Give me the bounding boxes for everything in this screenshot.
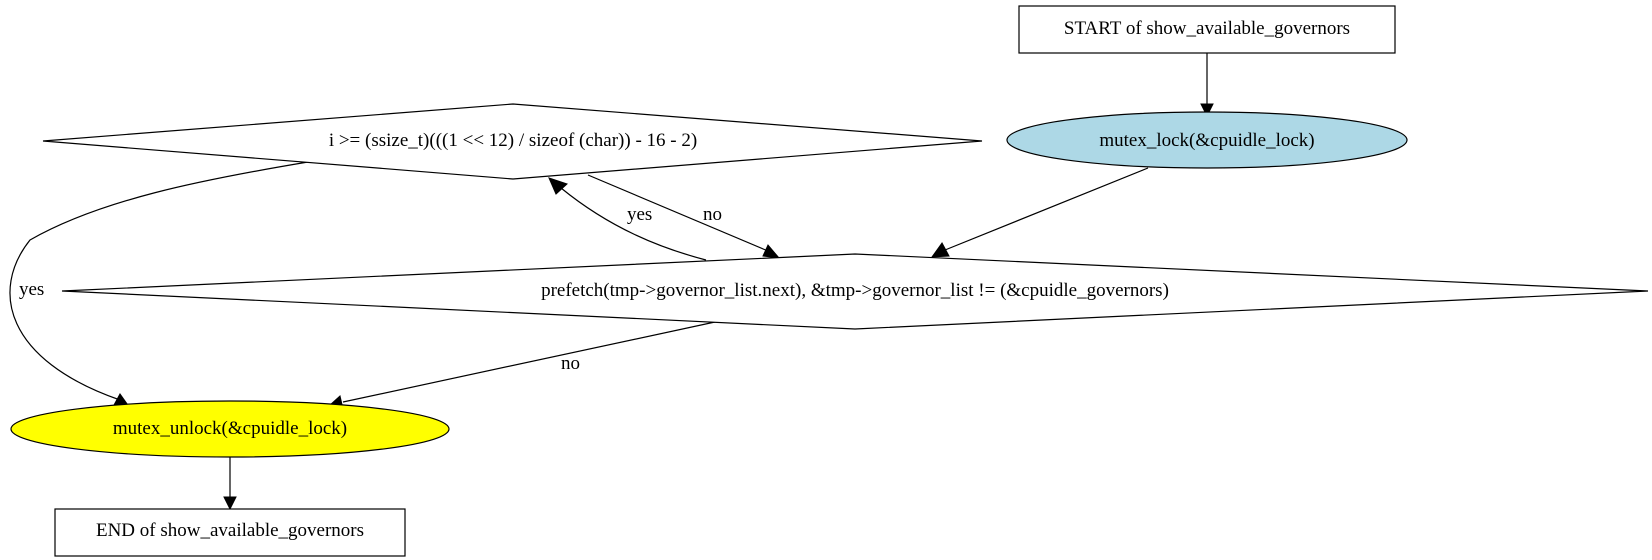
edge-label-no: no xyxy=(561,353,580,374)
unlock-label: mutex_unlock(&cpuidle_lock) xyxy=(113,418,347,439)
edge-label-no: no xyxy=(703,204,722,225)
edge-unlock-to-end xyxy=(223,457,237,511)
end-node: END of show_available_governors xyxy=(54,508,406,557)
start-label: START of show_available_governors xyxy=(1064,18,1350,39)
end-label: END of show_available_governors xyxy=(96,520,364,541)
start-node: START of show_available_governors xyxy=(1018,5,1396,54)
edge-start-to-lock xyxy=(1200,53,1214,118)
loop-condition-label: prefetch(tmp->governor_list.next), &tmp-… xyxy=(541,280,1169,301)
lock-node: mutex_lock(&cpuidle_lock) xyxy=(1006,111,1408,169)
edge-label-yes: yes xyxy=(627,204,652,225)
edge-lock-to-loop xyxy=(930,167,1149,258)
lock-label: mutex_lock(&cpuidle_lock) xyxy=(1099,130,1314,151)
edge-loop-no-to-unlock: no xyxy=(329,321,716,410)
edge-loop-yes-to-size: yes xyxy=(548,177,707,261)
edge-label-yes: yes xyxy=(19,279,44,300)
loop-condition-node: prefetch(tmp->governor_list.next), &tmp-… xyxy=(61,253,1649,330)
edge-size-no-to-loop: no xyxy=(587,174,781,259)
size-condition-node: i >= (ssize_t)(((1 << 12) / sizeof (char… xyxy=(42,103,983,180)
size-condition-label: i >= (ssize_t)(((1 << 12) / sizeof (char… xyxy=(329,130,697,151)
unlock-node: mutex_unlock(&cpuidle_lock) xyxy=(10,400,450,458)
